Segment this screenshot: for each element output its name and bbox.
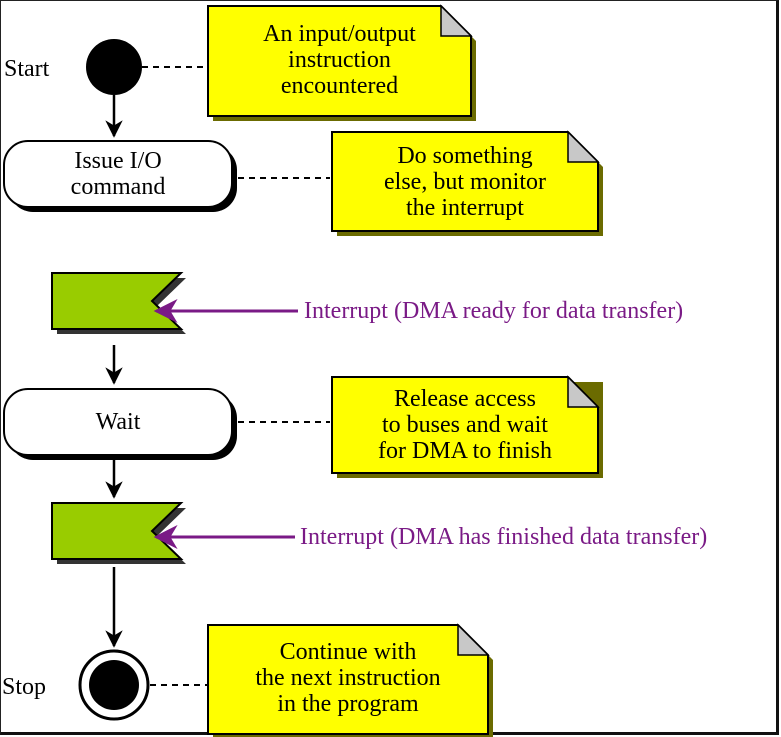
note-line: An input/output xyxy=(263,21,416,47)
activity-line: command xyxy=(70,174,166,200)
signal-dma-finished xyxy=(51,502,186,564)
note-line: to buses and wait xyxy=(382,412,548,438)
activity-line: Issue I/O xyxy=(74,148,162,174)
note-line: the interrupt xyxy=(406,195,524,221)
note-line: for DMA to finish xyxy=(378,438,552,464)
note-continue xyxy=(207,623,493,737)
activity-issue-io-text: Issue I/O command xyxy=(4,141,232,207)
note-line: Do something xyxy=(397,143,533,169)
note-line: the next instruction xyxy=(255,665,441,691)
note-do-something-text: Do something else, but monitor the inter… xyxy=(332,134,598,230)
note-release-access xyxy=(331,375,603,478)
note-release-access-text: Release access to buses and wait for DMA… xyxy=(332,377,598,473)
start-label: Start xyxy=(4,56,50,82)
note-line: Continue with xyxy=(279,639,417,665)
activity-line: Wait xyxy=(95,409,141,435)
interrupt-label-dma-ready: Interrupt (DMA ready for data transfer) xyxy=(304,298,684,324)
note-continue-text: Continue with the next instruction in th… xyxy=(208,630,488,726)
activity-wait xyxy=(3,388,237,460)
note-line: else, but monitor xyxy=(384,169,546,195)
note-do-something xyxy=(331,130,603,236)
activity-issue-io xyxy=(3,140,237,212)
note-line: Release access xyxy=(394,386,536,412)
note-line: encountered xyxy=(280,73,399,99)
interrupt-label-dma-finished: Interrupt (DMA has finished data transfe… xyxy=(300,524,708,550)
start-node xyxy=(86,39,142,95)
stop-label: Stop xyxy=(2,674,47,700)
activity-wait-text: Wait xyxy=(4,389,232,455)
note-io-instruction-text: An input/output instruction encountered xyxy=(208,8,471,112)
note-io-instruction xyxy=(207,4,476,121)
note-line: instruction xyxy=(288,47,391,73)
stop-node xyxy=(78,649,150,721)
signal-dma-ready xyxy=(51,272,186,334)
note-line: in the program xyxy=(277,691,419,717)
